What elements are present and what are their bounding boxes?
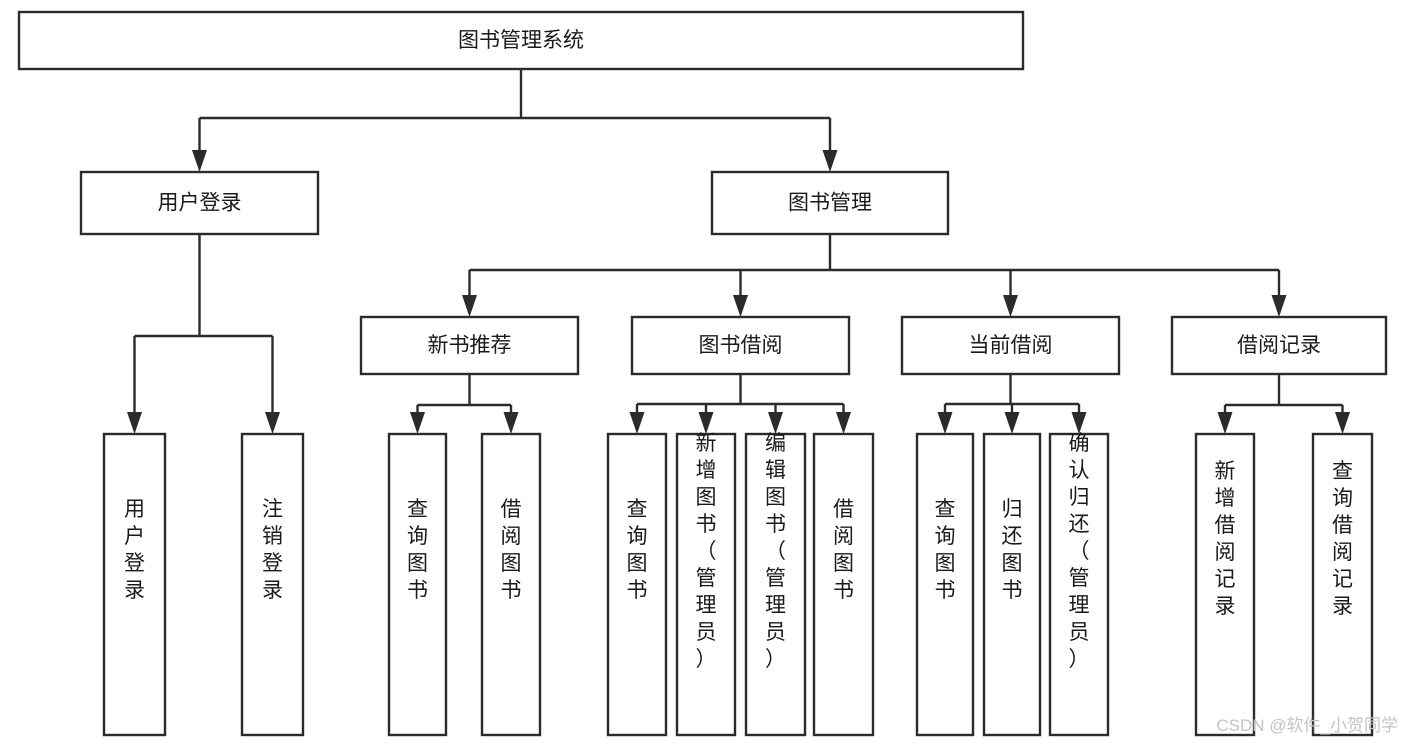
node-leaf-borrow-book-2[interactable]: 借阅图书 (812, 432, 875, 737)
node-label: 当前借阅 (969, 334, 1053, 357)
node-label: 图书管理 (788, 192, 872, 215)
node-leaf-query-book-2[interactable]: 查询图书 (606, 432, 668, 737)
arrow-head-icon (836, 412, 851, 434)
node-box[interactable] (359, 315, 580, 376)
node-user-login[interactable]: 用户登录 (79, 170, 320, 236)
node-leaf-edit-book[interactable]: 编辑图书（管理员） (744, 432, 807, 737)
node-label: 确认归还（管理员） (1069, 432, 1090, 671)
node-box[interactable] (630, 315, 851, 376)
arrow-head-icon (503, 412, 519, 434)
node-label: 归还图书 (1002, 498, 1023, 602)
arrow-head-icon (822, 150, 838, 172)
node-layer: 图书管理系统用户登录图书管理新书推荐图书借阅当前借阅借阅记录用户登录注销登录查询… (17, 10, 1388, 737)
arrow-head-icon (1271, 295, 1287, 317)
node-leaf-query-record[interactable]: 查询借阅记录 (1311, 432, 1374, 737)
node-box[interactable] (17, 10, 1025, 71)
node-book-manage[interactable]: 图书管理 (710, 170, 950, 236)
node-box[interactable] (102, 432, 167, 737)
node-label: 查询图书 (627, 498, 648, 602)
node-leaf-add-book[interactable]: 新增图书（管理员） (675, 432, 737, 737)
node-label: 查询图书 (935, 498, 956, 602)
node-box[interactable] (812, 432, 875, 737)
arrow-head-icon (1003, 295, 1018, 317)
arrow-head-icon (1217, 412, 1233, 434)
arrow-head-icon (1335, 412, 1350, 434)
arrow-head-icon (1071, 412, 1087, 434)
node-label: 用户登录 (158, 192, 242, 215)
arrow-head-icon (629, 412, 645, 434)
node-box[interactable] (710, 170, 950, 236)
node-box[interactable] (1048, 432, 1110, 737)
node-leaf-user-login[interactable]: 用户登录 (102, 432, 167, 737)
arrow-head-icon (698, 412, 714, 434)
arrow-head-icon (192, 150, 207, 172)
arrow-head-icon (410, 412, 425, 434)
node-label: 注销登录 (262, 498, 283, 602)
connector-layer (127, 69, 1350, 434)
node-label: 用户登录 (124, 498, 145, 602)
node-borrow-record[interactable]: 借阅记录 (1170, 315, 1388, 376)
node-label: 图书管理系统 (458, 29, 584, 52)
node-box[interactable] (982, 432, 1042, 737)
node-label: 查询借阅记录 (1332, 460, 1353, 618)
node-box[interactable] (480, 432, 542, 737)
arrow-head-icon (733, 295, 748, 317)
node-box[interactable] (1311, 432, 1374, 737)
node-current-borrow[interactable]: 当前借阅 (900, 315, 1121, 376)
node-label: 图书借阅 (699, 334, 783, 357)
node-leaf-return-book[interactable]: 归还图书 (982, 432, 1042, 737)
node-box[interactable] (675, 432, 737, 737)
node-box[interactable] (79, 170, 320, 236)
node-leaf-query-book-1[interactable]: 查询图书 (387, 432, 448, 737)
arrow-head-icon (937, 412, 953, 434)
node-label: 借阅记录 (1237, 334, 1321, 357)
node-label: 新书推荐 (428, 334, 512, 357)
node-label: 借阅图书 (501, 498, 522, 602)
node-book-borrow[interactable]: 图书借阅 (630, 315, 851, 376)
arrow-head-icon (265, 412, 280, 434)
watermark-label: CSDN @软件_小贺同学 (1216, 716, 1398, 735)
node-box[interactable] (915, 432, 975, 737)
arrow-head-icon (127, 412, 142, 434)
node-box[interactable] (900, 315, 1121, 376)
node-leaf-borrow-book-1[interactable]: 借阅图书 (480, 432, 542, 737)
arrow-head-icon (1004, 412, 1020, 434)
node-box[interactable] (1170, 315, 1388, 376)
node-box[interactable] (606, 432, 668, 737)
node-leaf-logout[interactable]: 注销登录 (240, 432, 305, 737)
arrow-head-icon (462, 295, 477, 317)
node-box[interactable] (744, 432, 807, 737)
node-box[interactable] (1194, 432, 1256, 737)
node-leaf-add-record[interactable]: 新增借阅记录 (1194, 432, 1256, 737)
node-box[interactable] (387, 432, 448, 737)
node-label: 查询图书 (407, 498, 428, 602)
node-label: 新增图书（管理员） (696, 432, 717, 671)
node-root[interactable]: 图书管理系统 (17, 10, 1025, 71)
node-label: 借阅图书 (833, 498, 854, 602)
node-box[interactable] (240, 432, 305, 737)
node-leaf-confirm-return[interactable]: 确认归还（管理员） (1048, 432, 1110, 737)
node-leaf-query-book-3[interactable]: 查询图书 (915, 432, 975, 737)
node-new-book-recommend[interactable]: 新书推荐 (359, 315, 580, 376)
node-label: 编辑图书（管理员） (765, 432, 786, 671)
arrow-head-icon (768, 412, 783, 434)
node-label: 新增借阅记录 (1215, 460, 1236, 618)
